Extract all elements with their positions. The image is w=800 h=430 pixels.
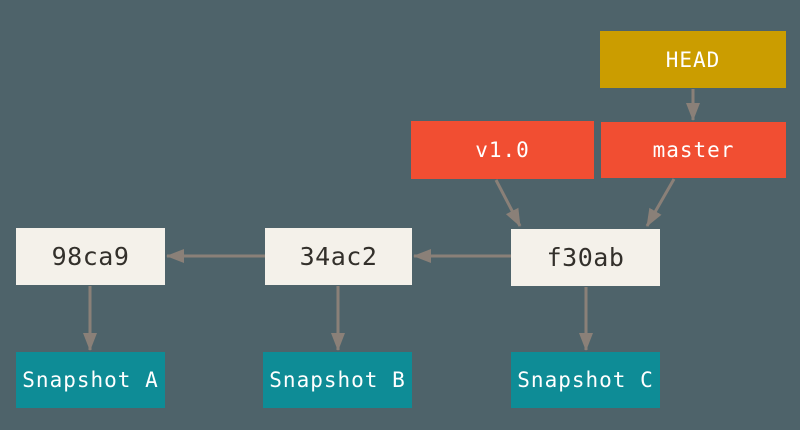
snapshot-c-label: Snapshot C (517, 368, 654, 392)
commit-f30ab-label: f30ab (546, 243, 625, 272)
snapshot-b-label: Snapshot B (269, 368, 406, 392)
tag-v1-0-label: v1.0 (475, 138, 530, 162)
arrow-master-to-f30ab (645, 178, 676, 227)
branch-master-label: master (652, 138, 735, 162)
snapshot-a-box: Snapshot A (16, 352, 165, 408)
tag-v1-0-box: v1.0 (411, 121, 594, 179)
branch-master-box: master (601, 122, 786, 178)
commit-f30ab-box: f30ab (511, 229, 660, 286)
head-pointer-box: HEAD (600, 31, 786, 88)
arrow-v1.0-to-f30ab (494, 179, 522, 227)
commit-98ca9-label: 98ca9 (51, 242, 130, 271)
head-pointer-label: HEAD (665, 47, 721, 72)
snapshot-c-box: Snapshot C (511, 352, 660, 408)
commit-98ca9-box: 98ca9 (16, 228, 165, 285)
commit-34ac2-label: 34ac2 (299, 242, 378, 271)
commit-34ac2-box: 34ac2 (265, 228, 412, 285)
snapshot-a-label: Snapshot A (22, 368, 159, 392)
snapshot-b-box: Snapshot B (263, 352, 412, 408)
